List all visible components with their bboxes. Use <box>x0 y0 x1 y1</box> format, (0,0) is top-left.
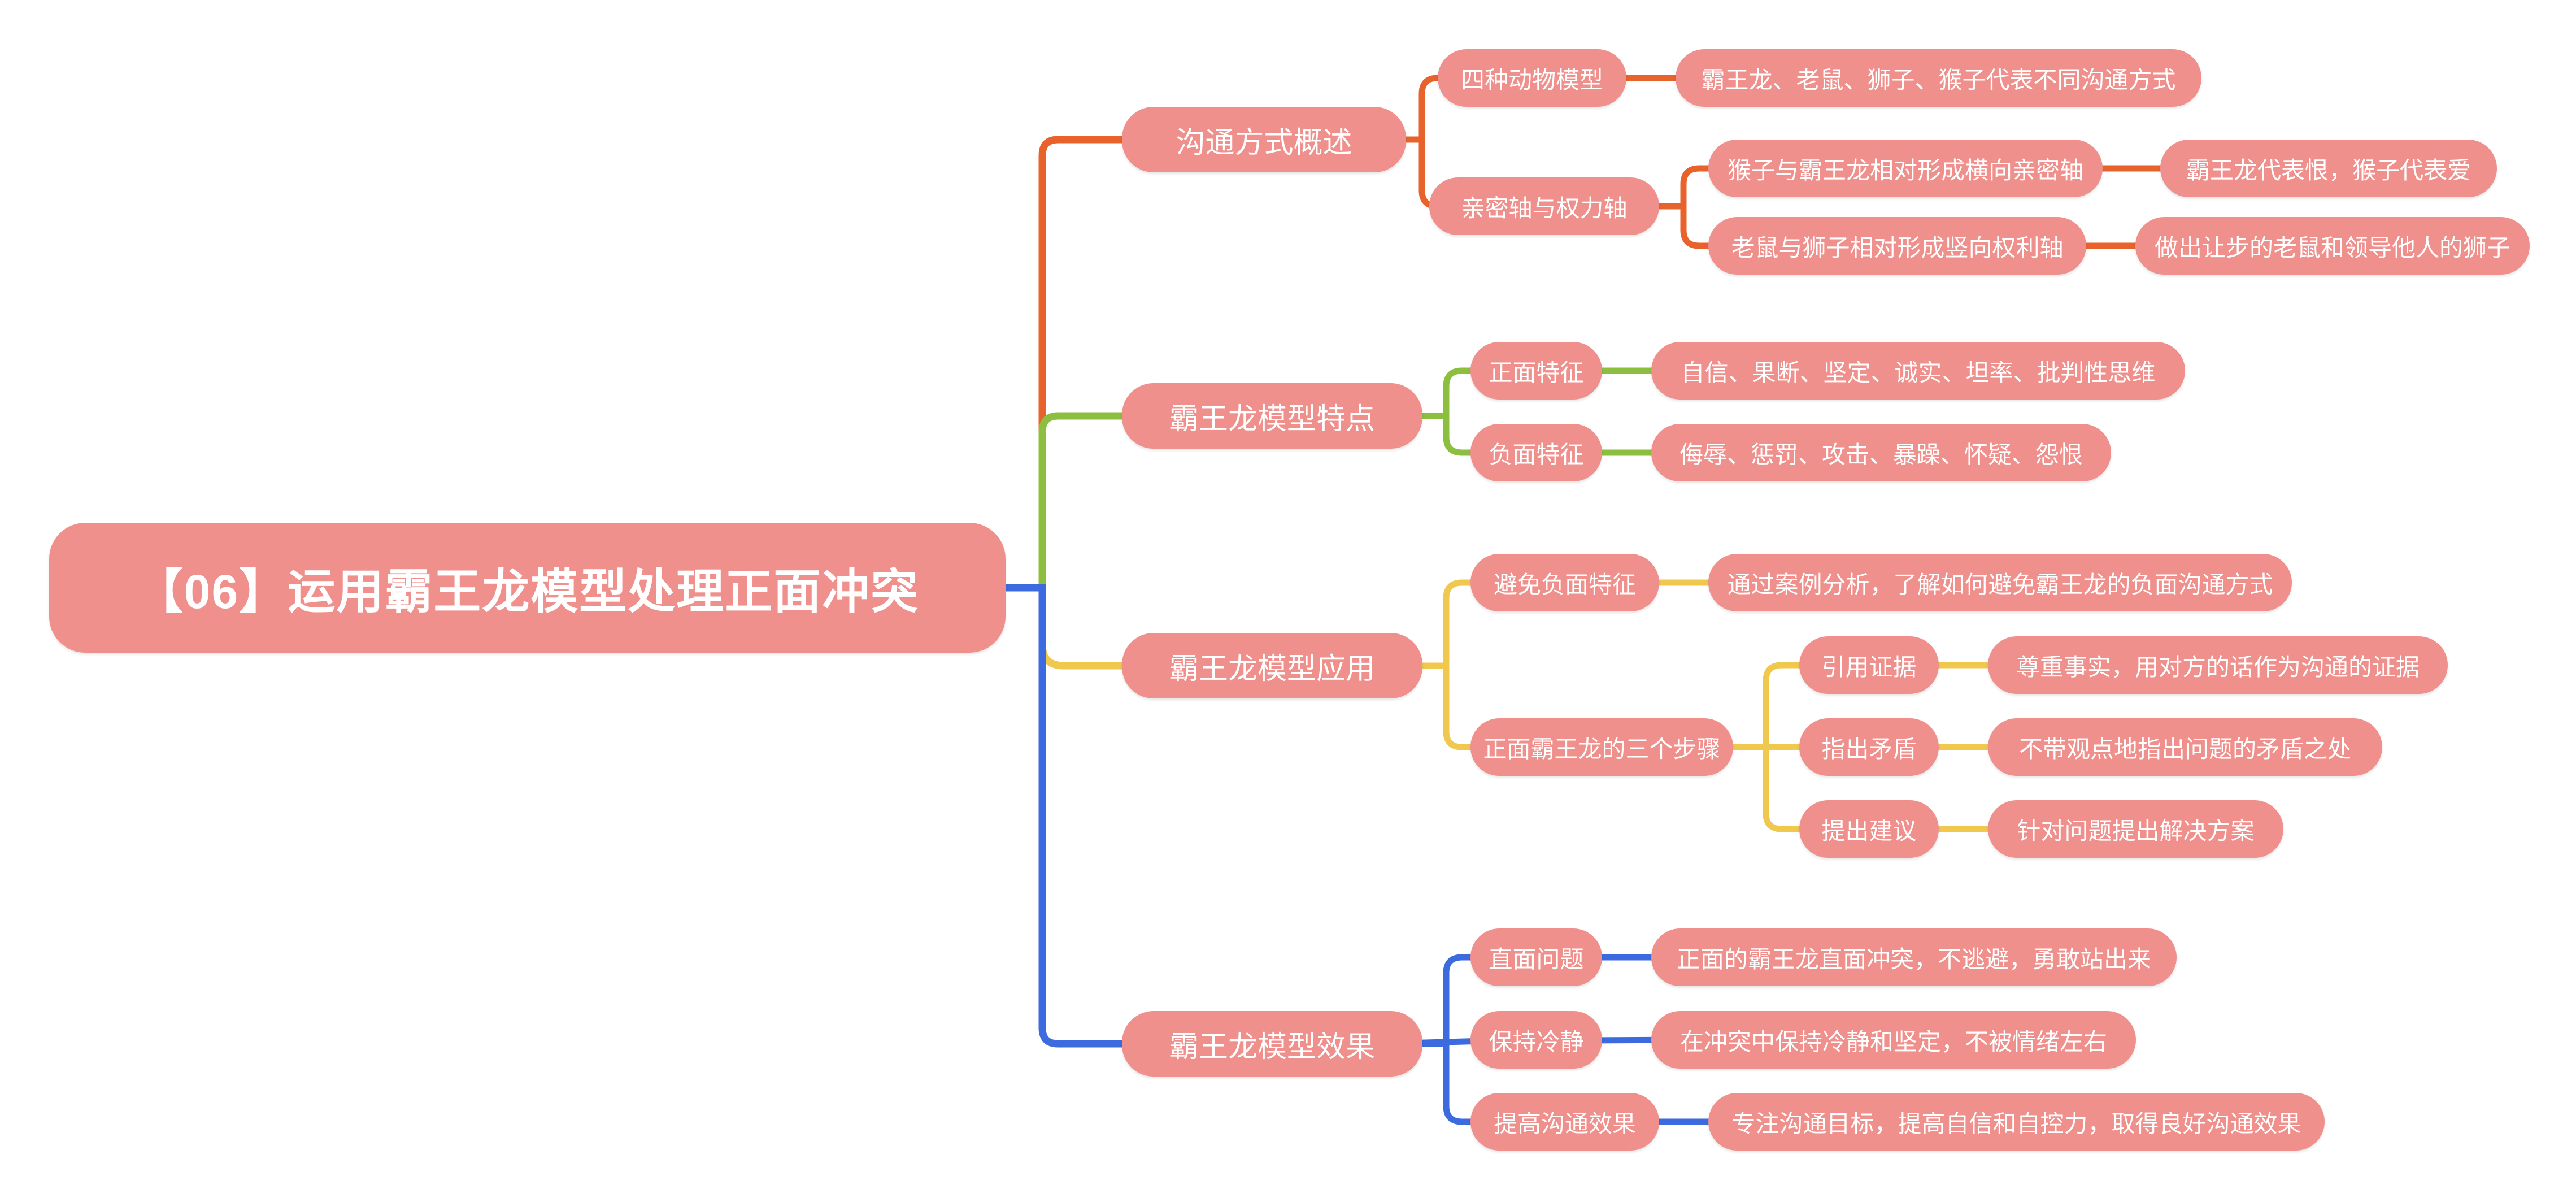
topic-positive-traits[interactable]: 正面特征 <box>1470 342 1602 400</box>
topic-make-suggestion-detail[interactable]: 针对问题提出解决方案 <box>1988 800 2283 858</box>
topic-improve-communication[interactable]: 提高沟通效果 <box>1470 1093 1659 1151</box>
topic-cite-evidence[interactable]: 引用证据 <box>1799 636 1939 694</box>
connector-branch-traits <box>1038 412 1145 588</box>
root-topic[interactable]: 【06】运用霸王龙模型处理正面冲突 <box>49 523 1006 653</box>
topic-animal-models-detail[interactable]: 霸王龙、老鼠、狮子、猴子代表不同沟通方式 <box>1676 49 2201 107</box>
connector-application-avoid <box>1406 579 1504 669</box>
topic-negative-traits-detail[interactable]: 侮辱、惩罚、攻击、暴躁、怀疑、怨恨 <box>1651 424 2111 481</box>
topic-negative-traits[interactable]: 负面特征 <box>1470 424 1602 481</box>
connector-axes-mouse <box>1642 203 1742 249</box>
topic-mouse-lion-detail[interactable]: 做出让步的老鼠和领导他人的狮子 <box>2135 217 2530 275</box>
connector-branch-effect <box>999 584 1145 1048</box>
connector-effect-improve <box>1406 1040 1504 1125</box>
topic-cite-evidence-detail[interactable]: 尊重事实，用对方的话作为沟通的证据 <box>1988 636 2448 694</box>
topic-trex-model-application[interactable]: 霸王龙模型应用 <box>1122 633 1422 698</box>
connector-traits-positive <box>1406 367 1504 419</box>
topic-face-problem-detail[interactable]: 正面的霸王龙直面冲突，不逃避，勇敢站出来 <box>1651 928 2177 986</box>
topic-positive-traits-detail[interactable]: 自信、果断、坚定、诚实、坦率、批判性思维 <box>1651 342 2185 400</box>
topic-four-animal-models[interactable]: 四种动物模型 <box>1438 49 1626 107</box>
connector-axes-monkey <box>1642 165 1742 210</box>
topic-avoid-negative-traits[interactable]: 避免负面特征 <box>1470 554 1659 611</box>
topic-monkey-trex-axis[interactable]: 猴子与霸王龙相对形成横向亲密轴 <box>1708 140 2103 197</box>
topic-communication-overview[interactable]: 沟通方式概述 <box>1122 107 1406 172</box>
connector-steps-suggestion <box>1716 744 1833 832</box>
topic-stay-calm[interactable]: 保持冷静 <box>1470 1011 1602 1069</box>
connector-traits-negative <box>1406 413 1504 456</box>
connector-steps-evidence <box>1716 662 1833 750</box>
topic-stay-calm-detail[interactable]: 在冲突中保持冷静和坚定，不被情绪左右 <box>1651 1011 2136 1069</box>
topic-trex-model-effect[interactable]: 霸王龙模型效果 <box>1122 1011 1422 1077</box>
topic-point-contradiction-detail[interactable]: 不带观点地指出问题的矛盾之处 <box>1988 718 2382 776</box>
topic-face-problem[interactable]: 直面问题 <box>1470 928 1602 986</box>
topic-intimacy-power-axes[interactable]: 亲密轴与权力轴 <box>1429 177 1659 235</box>
connector-branch-overview <box>1038 136 1145 588</box>
topic-hate-love-detail[interactable]: 霸王龙代表恨，猴子代表爱 <box>2160 140 2497 197</box>
topic-point-contradiction[interactable]: 指出矛盾 <box>1799 718 1939 776</box>
connector-effect-face <box>1406 954 1504 1047</box>
topic-avoid-negative-detail[interactable]: 通过案例分析，了解如何避免霸王龙的负面沟通方式 <box>1708 554 2292 611</box>
topic-trex-model-traits[interactable]: 霸王龙模型特点 <box>1122 383 1422 449</box>
topic-three-steps[interactable]: 正面霸王龙的三个步骤 <box>1470 718 1733 776</box>
connector-application-steps <box>1406 662 1504 750</box>
connector-overview-animal-models <box>1389 75 1474 143</box>
topic-mouse-lion-axis[interactable]: 老鼠与狮子相对形成竖向权利轴 <box>1708 217 2086 275</box>
topic-improve-communication-detail[interactable]: 专注沟通目标，提高自信和自控力，取得良好沟通效果 <box>1708 1093 2325 1151</box>
topic-make-suggestion[interactable]: 提出建议 <box>1799 800 1939 858</box>
